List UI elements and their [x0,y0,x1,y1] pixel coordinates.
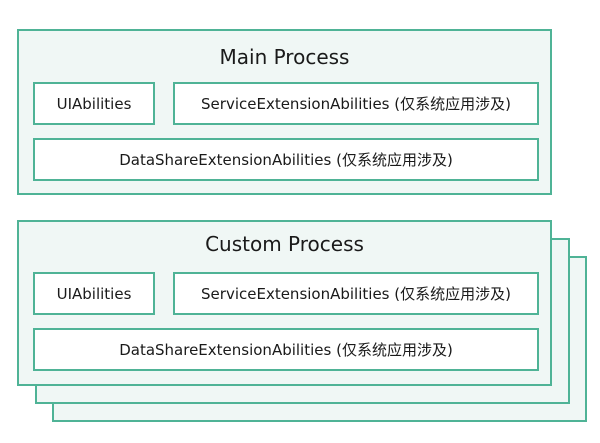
custom-service-extension-box: ServiceExtensionAbilities (仅系统应用涉及) [173,272,539,315]
custom-datashare-extension-box: DataShareExtensionAbilities (仅系统应用涉及) [33,328,539,371]
main-uiabilities-box: UIAbilities [33,82,155,125]
custom-process-title: Custom Process [205,232,364,256]
main-process-title: Main Process [219,45,350,69]
main-process-panel: Main Process UIAbilities ServiceExtensio… [17,29,552,195]
main-service-extension-box: ServiceExtensionAbilities (仅系统应用涉及) [173,82,539,125]
custom-process-panel: Custom Process UIAbilities ServiceExtens… [17,220,552,386]
main-datashare-extension-box: DataShareExtensionAbilities (仅系统应用涉及) [33,138,539,181]
custom-uiabilities-box: UIAbilities [33,272,155,315]
